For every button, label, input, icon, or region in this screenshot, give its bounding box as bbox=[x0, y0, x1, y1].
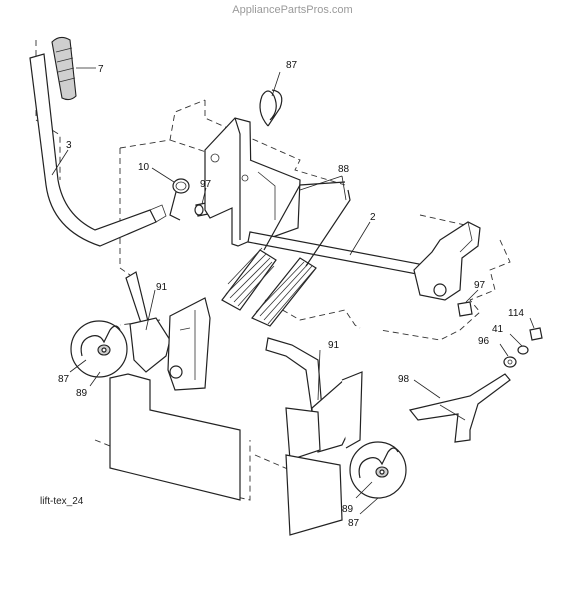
left-lift-arm bbox=[125, 271, 211, 391]
label-7: 7 bbox=[98, 64, 104, 75]
label-97-right: 97 bbox=[474, 280, 486, 291]
label-91-right: 91 bbox=[328, 340, 340, 351]
callout-labels: 7 87 3 10 97 88 2 97 114 41 96 91 91 98 … bbox=[58, 60, 524, 529]
bracket-98 bbox=[408, 373, 511, 443]
leader-lines bbox=[51, 67, 535, 515]
label-88: 88 bbox=[338, 164, 350, 175]
label-87-right: 87 bbox=[348, 518, 360, 529]
lift-shaft bbox=[247, 231, 441, 279]
label-91-left: 91 bbox=[156, 282, 168, 293]
label-10: 10 bbox=[138, 162, 150, 173]
label-41: 41 bbox=[492, 324, 504, 335]
label-89-left: 89 bbox=[76, 388, 88, 399]
lift-lever bbox=[29, 53, 167, 247]
detail-circle-left bbox=[70, 320, 128, 378]
label-87-left: 87 bbox=[58, 374, 70, 385]
label-96: 96 bbox=[478, 336, 490, 347]
deck-panels bbox=[109, 373, 343, 536]
watermark: AppliancePartsPros.com bbox=[232, 4, 353, 16]
label-87-top: 87 bbox=[286, 60, 298, 71]
label-2: 2 bbox=[370, 212, 376, 223]
hairpin-clip-top bbox=[259, 89, 283, 127]
label-3: 3 bbox=[66, 140, 72, 151]
label-89-right: 89 bbox=[342, 504, 354, 515]
torsion-spring bbox=[169, 178, 190, 221]
center-bracket bbox=[204, 117, 301, 247]
washers bbox=[503, 327, 543, 368]
detail-circle-right bbox=[349, 441, 407, 499]
right-shaft-arm bbox=[413, 221, 481, 301]
lift-springs bbox=[221, 181, 351, 327]
label-114: 114 bbox=[508, 308, 524, 319]
bolt-right bbox=[457, 301, 473, 317]
label-97-left: 97 bbox=[200, 179, 212, 190]
handle-grip bbox=[51, 36, 77, 101]
label-98: 98 bbox=[398, 374, 410, 385]
figure-id: lift-tex_24 bbox=[40, 496, 84, 507]
